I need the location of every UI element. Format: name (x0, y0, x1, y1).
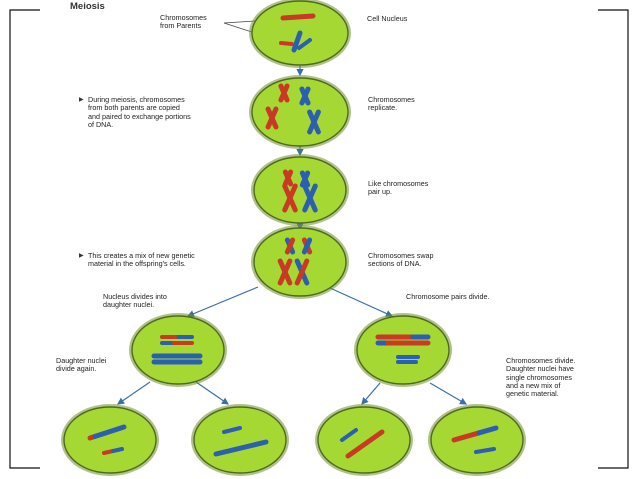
flow-arrow (329, 287, 394, 317)
flow-arrow (429, 382, 468, 405)
chromosome (111, 447, 124, 453)
label-chromosomes-from-parents: Chromosomes from Parents (160, 13, 207, 31)
chromosome (307, 109, 321, 135)
cell-final-3 (315, 404, 413, 476)
chromosome (282, 183, 298, 213)
label-pair-up: Like chromosomes pair up. (368, 179, 429, 197)
diagram-title: Meiosis (70, 1, 105, 12)
chromosome (277, 258, 293, 286)
label-replicate: Chromosomes replicate. (368, 95, 415, 113)
chromosome (279, 41, 294, 46)
cell-replicated (249, 75, 351, 149)
chromosome (476, 425, 499, 436)
label-during-meiosis: During meiosis, chromosomes from both pa… (79, 95, 191, 129)
flow-arrows (117, 62, 468, 405)
chromosome (297, 38, 312, 50)
chromosome (278, 83, 290, 103)
cell-daughter-left (129, 313, 227, 387)
chromosome (299, 170, 311, 188)
chromosome (340, 428, 358, 442)
chromosome (345, 429, 385, 459)
label-mix: This creates a mix of new genetic materi… (79, 251, 195, 269)
flow-arrow (186, 286, 259, 318)
chromosome (299, 86, 311, 106)
label-cell-nucleus: Cell Nucleus (367, 14, 408, 23)
cell-body (193, 406, 287, 474)
chromosome (474, 447, 496, 454)
flow-arrow (195, 381, 229, 405)
chromosome (265, 106, 279, 130)
cell-daughter-right (354, 313, 452, 387)
chromosome (282, 169, 294, 187)
label-swap: Chromosomes swap sections of DNA. (368, 251, 434, 269)
chromosome (222, 426, 242, 434)
cell-body (131, 315, 225, 385)
cell-body (63, 406, 157, 474)
chromosome (302, 183, 318, 213)
chromosome (213, 439, 269, 457)
chromosome (284, 237, 296, 255)
label-final: Chromosomes divide. Daughter nuclei have… (506, 356, 576, 399)
chromosome (301, 237, 313, 255)
label-nucleus-divides: Nucleus divides into daughter nuclei. (103, 292, 167, 310)
flow-arrow (361, 382, 381, 405)
cell-body (253, 156, 347, 224)
cells-layer (61, 0, 526, 476)
chromosome (294, 258, 310, 286)
chromosome (451, 430, 482, 443)
cell-final-4 (428, 404, 526, 476)
chromosome (291, 30, 303, 53)
cell-body (356, 315, 450, 385)
label-divide-again: Daughter nuclei divide again. (56, 356, 107, 374)
cell-paired (251, 154, 349, 226)
chromosome (92, 424, 127, 439)
cell-nucleus-start (249, 0, 351, 68)
cell-body (430, 406, 524, 474)
cell-body (317, 406, 411, 474)
flow-arrow (117, 381, 151, 405)
cell-final-1 (61, 404, 159, 476)
cell-swapped (251, 225, 349, 299)
cell-final-2 (191, 404, 289, 476)
label-pairs-divide: Chromosome pairs divide. (406, 292, 490, 301)
chromosome (280, 13, 316, 21)
